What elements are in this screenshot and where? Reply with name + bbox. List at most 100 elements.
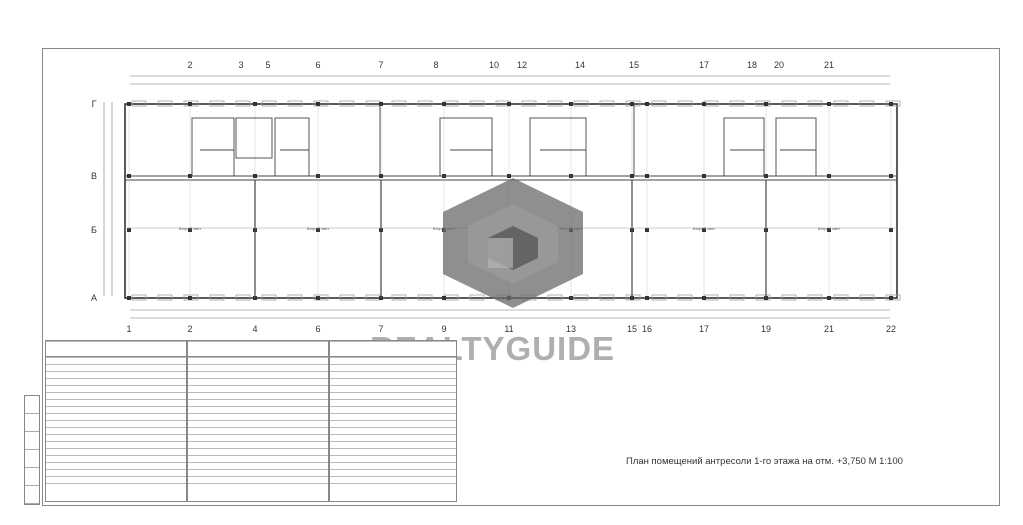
column <box>702 174 706 178</box>
column <box>316 102 320 106</box>
window <box>391 294 407 301</box>
window <box>573 100 589 107</box>
window <box>235 294 251 301</box>
window <box>755 100 771 107</box>
column <box>127 228 131 232</box>
column <box>127 296 131 300</box>
axis-label-bottom: 16 <box>642 324 652 334</box>
window <box>599 294 615 301</box>
axis-label-bottom: 15 <box>627 324 637 334</box>
column <box>827 102 831 106</box>
window <box>677 294 693 301</box>
column <box>702 102 706 106</box>
window <box>157 294 173 301</box>
window <box>573 294 589 301</box>
column <box>645 228 649 232</box>
column <box>507 174 511 178</box>
window <box>469 294 485 301</box>
axis-label-bottom: 13 <box>566 324 576 334</box>
axis-label-row: Г <box>92 99 97 109</box>
axis-label-row: А <box>91 293 97 303</box>
column <box>827 228 831 232</box>
column <box>569 296 573 300</box>
window <box>547 100 563 107</box>
room-table-3 <box>329 340 457 502</box>
column <box>764 102 768 106</box>
column <box>645 174 649 178</box>
column <box>645 102 649 106</box>
column <box>316 228 320 232</box>
room-table-1 <box>45 340 187 502</box>
window <box>729 294 745 301</box>
title-block-stamp <box>24 395 40 505</box>
realtyguide-logo <box>443 178 583 308</box>
column <box>889 102 893 106</box>
window <box>651 100 667 107</box>
dimension-lines <box>103 75 890 319</box>
column <box>127 102 131 106</box>
column <box>827 174 831 178</box>
window <box>651 294 667 301</box>
axis-label-top: 8 <box>433 60 438 70</box>
window <box>391 100 407 107</box>
window <box>599 100 615 107</box>
axis-label-bottom: 7 <box>378 324 383 334</box>
window <box>755 294 771 301</box>
column <box>379 102 383 106</box>
window <box>469 100 485 107</box>
column <box>630 174 634 178</box>
axis-label-top: 17 <box>699 60 709 70</box>
window <box>417 294 433 301</box>
axis-label-bottom: 6 <box>315 324 320 334</box>
column <box>827 296 831 300</box>
column <box>889 174 893 178</box>
axis-label-top: 7 <box>378 60 383 70</box>
axis-label-bottom: 22 <box>886 324 896 334</box>
window <box>807 100 823 107</box>
axis-label-bottom: 4 <box>252 324 257 334</box>
column <box>127 174 131 178</box>
axis-label-top: 10 <box>489 60 499 70</box>
window <box>339 294 355 301</box>
axis-label-top: 2 <box>187 60 192 70</box>
window <box>859 100 875 107</box>
window <box>157 100 173 107</box>
window <box>287 294 303 301</box>
drawing-sheet <box>42 48 1000 506</box>
window <box>521 100 537 107</box>
hall-label: Второй свет <box>693 226 716 231</box>
window <box>313 294 329 301</box>
window <box>547 294 563 301</box>
axis-label-bottom: 2 <box>187 324 192 334</box>
column <box>253 174 257 178</box>
column <box>569 102 573 106</box>
window <box>417 100 433 107</box>
hall-label: Второй свет <box>179 226 202 231</box>
column <box>442 296 446 300</box>
column <box>253 102 257 106</box>
column <box>188 296 192 300</box>
column <box>316 296 320 300</box>
window <box>235 100 251 107</box>
column <box>630 102 634 106</box>
column <box>889 228 893 232</box>
column <box>702 228 706 232</box>
axis-label-row: Б <box>91 225 97 235</box>
column <box>316 174 320 178</box>
window <box>209 100 225 107</box>
column <box>702 296 706 300</box>
window <box>131 294 147 301</box>
axis-label-bottom: 11 <box>504 324 513 334</box>
axis-label-top: 5 <box>265 60 270 70</box>
axis-label-top: 20 <box>774 60 784 70</box>
axis-label-top: 18 <box>747 60 757 70</box>
axis-label-bottom: 1 <box>126 324 131 334</box>
column <box>645 296 649 300</box>
window <box>781 294 797 301</box>
window <box>833 294 849 301</box>
window <box>313 100 329 107</box>
axis-label-top: 12 <box>517 60 527 70</box>
axis-label-top: 14 <box>575 60 585 70</box>
window <box>833 100 849 107</box>
